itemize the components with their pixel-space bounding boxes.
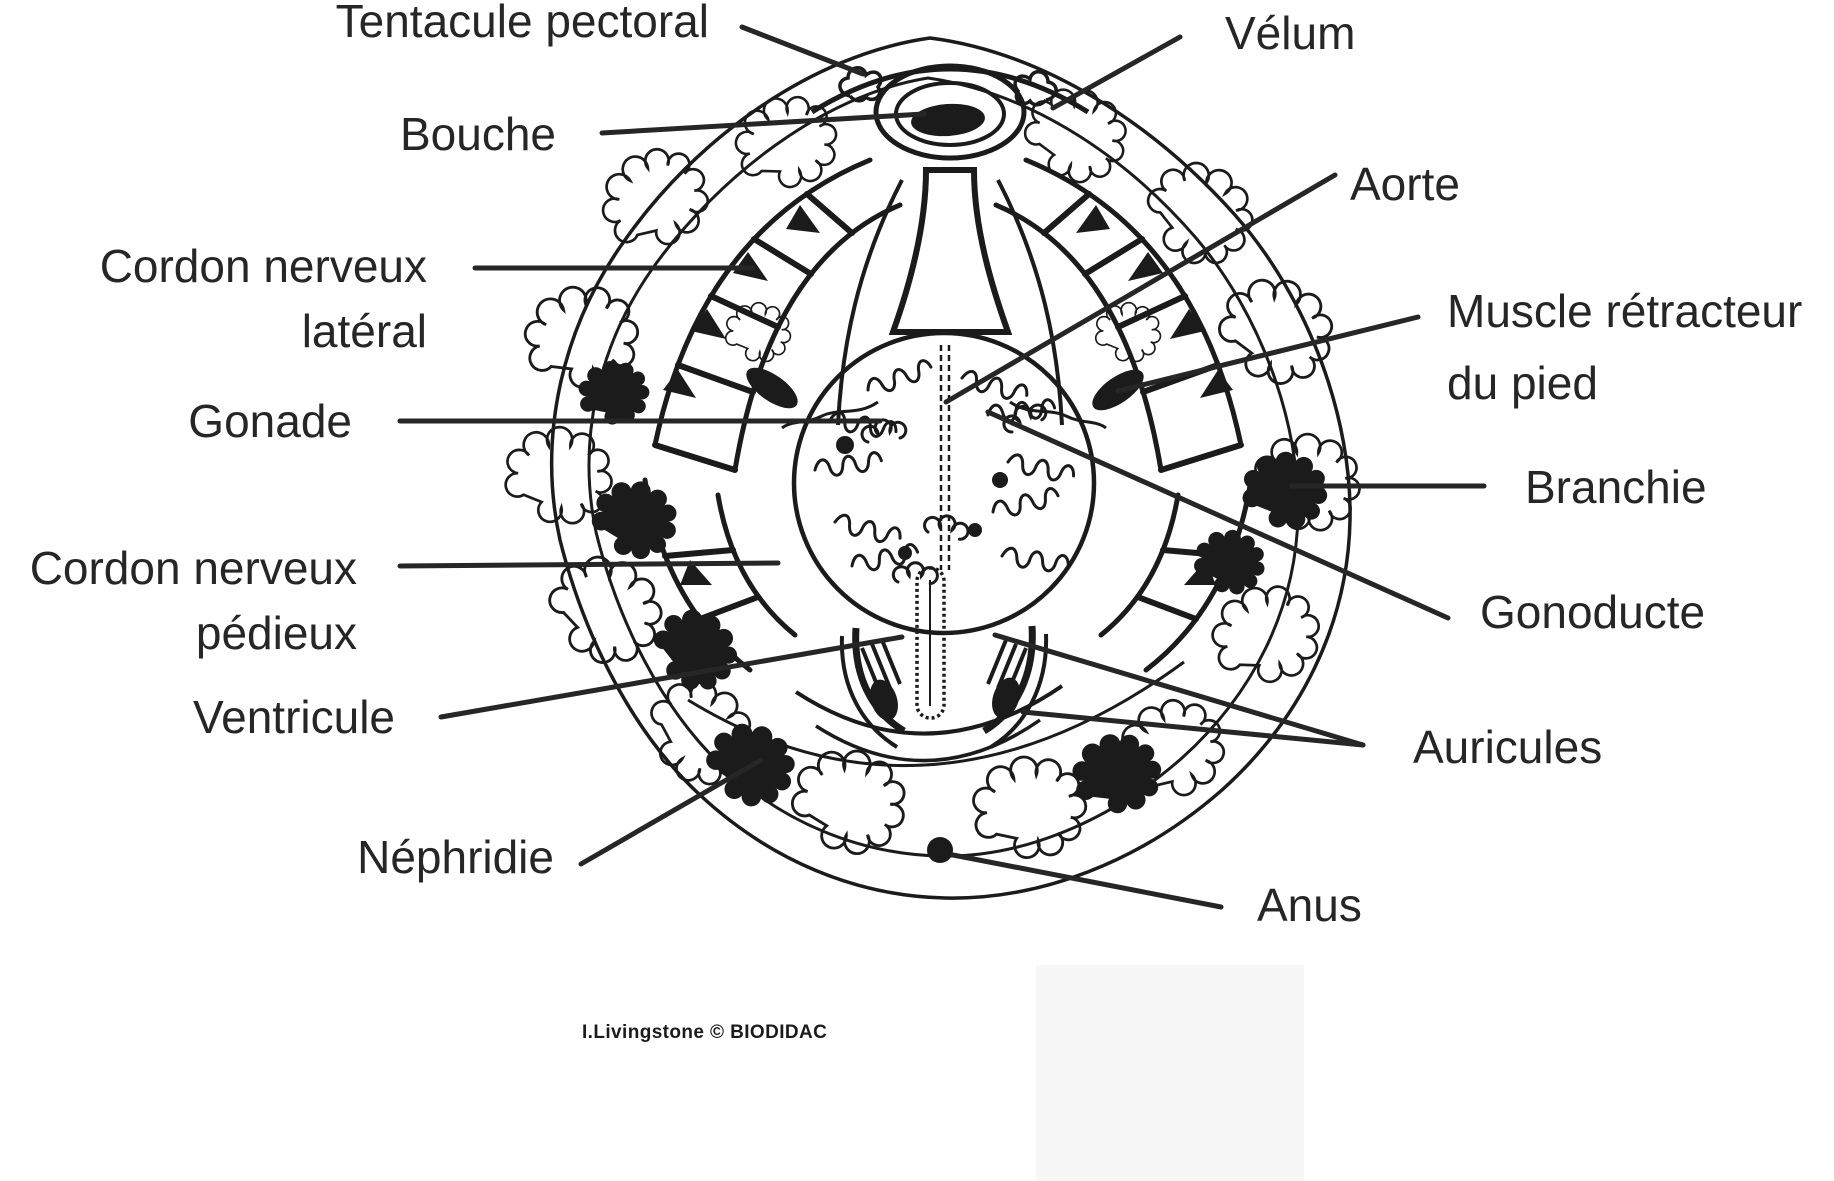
body-drawing: [504, 36, 1361, 900]
gonad-spot: [898, 546, 912, 560]
plate-arc: [715, 492, 798, 638]
gonoduct-right: [1009, 400, 1107, 430]
auricle-left-outer: [839, 635, 899, 749]
gonad-texture: [831, 511, 904, 548]
velum-ring: [873, 63, 1027, 161]
mantle-outline: [587, 76, 1300, 858]
plate-rungs: [662, 547, 761, 622]
gonad-texture: [999, 545, 1072, 575]
gonad-texture: [989, 485, 1062, 522]
label-anus: Anus: [1257, 879, 1362, 931]
plate-arc: [1023, 157, 1244, 448]
gill-icon: [964, 746, 1095, 869]
plate-wings: [642, 157, 1254, 673]
foot-arc: [687, 660, 1185, 768]
velum-hood: [810, 66, 1090, 115]
scan-artifact: [1036, 965, 1304, 1181]
label-gonoducte: Gonoducte: [1480, 586, 1705, 638]
plate-rungs: [1041, 191, 1244, 473]
credit-line: I.Livingstone © BIODIDAC: [582, 1022, 827, 1043]
gill-icon: [504, 425, 613, 525]
label-tentacule-pectoral: Tentacule pectoral: [336, 0, 709, 47]
gill-ring: [504, 76, 1361, 869]
leader-anus: [950, 852, 1224, 910]
heart-region: [687, 566, 1185, 768]
gonad-texture: [920, 507, 973, 547]
label-cordon-nerveux-lateral-line1: Cordon nerveux: [100, 240, 427, 292]
label-bouche: Bouche: [400, 108, 556, 160]
heart-blob: [870, 679, 898, 721]
leader-velum: [1050, 34, 1183, 111]
gonad-spot: [992, 472, 1008, 488]
gonad-texture: [863, 357, 936, 400]
label-nephridie: Néphridie: [357, 831, 554, 883]
gonad-texture: [1004, 451, 1077, 486]
plate-arc: [732, 202, 903, 473]
esophagus-funnel: [888, 167, 1013, 335]
lateral-nerve-cord-right: [996, 179, 1064, 426]
labels: Tentacule pectoral Vélum Bouche Cordon n…: [30, 0, 1803, 1043]
gill-dark-icon: [1063, 723, 1170, 824]
ventricle-tube: [915, 566, 946, 720]
plate-rungs: [652, 191, 855, 473]
gonad-spot: [968, 523, 982, 537]
label-aorte: Aorte: [1350, 158, 1460, 210]
label-gonade: Gonade: [188, 395, 352, 447]
plate-arc: [642, 477, 753, 673]
label-cordon-nerveux-pedieux-line1: Cordon nerveux: [30, 542, 357, 594]
leader-auricule-2: [1020, 709, 1366, 748]
leader-muscle: [1115, 314, 1421, 394]
label-muscle-retracteur-line2: du pied: [1447, 357, 1598, 409]
leader-cordon-pedieux: [397, 560, 781, 569]
retractor-muscle-left: [746, 367, 798, 409]
heart-blob: [992, 677, 1020, 719]
gonad-boundary: [791, 330, 1097, 636]
leader-lines: [397, 24, 1487, 910]
mouth-complex: [810, 63, 1090, 161]
lateral-nerve-cord-left: [836, 179, 904, 426]
gill-icon: [724, 301, 792, 363]
gonoduct-left: [781, 400, 879, 430]
leader-aorte: [943, 172, 1338, 405]
mouth-opening: [911, 103, 985, 137]
gonad-texture: [812, 450, 884, 480]
gonad-mass: [791, 330, 1097, 636]
aorta-vessel: [939, 345, 951, 570]
anus-dot: [927, 837, 953, 863]
leader-ventricule: [438, 634, 905, 720]
leader-auricule-1: [992, 632, 1366, 748]
gill-icon: [532, 538, 680, 681]
plate-accents: [1076, 205, 1233, 398]
pericardium-arc: [815, 718, 1041, 763]
label-velum: Vélum: [1225, 7, 1355, 59]
plate-rungs: [1135, 547, 1234, 622]
label-muscle-retracteur-line1: Muscle rétracteur: [1447, 285, 1802, 337]
leader-tentacule: [739, 24, 866, 77]
label-ventricule: Ventricule: [193, 691, 395, 743]
label-auricules: Auricules: [1413, 721, 1602, 773]
label-cordon-nerveux-lateral-line2: latéral: [302, 305, 427, 357]
gonad-spot: [836, 436, 854, 454]
plate-arc: [1098, 492, 1181, 638]
label-cordon-nerveux-pedieux-line2: pédieux: [196, 607, 357, 659]
leader-bouche: [599, 111, 927, 136]
label-branchie: Branchie: [1525, 461, 1707, 513]
plate-arc: [1143, 477, 1254, 673]
leader-gonoducte: [985, 409, 1451, 621]
auricle-right: [982, 625, 1036, 735]
leader-nephridie: [578, 757, 764, 867]
plate-arc: [993, 202, 1164, 473]
plate-accents: [663, 205, 820, 398]
